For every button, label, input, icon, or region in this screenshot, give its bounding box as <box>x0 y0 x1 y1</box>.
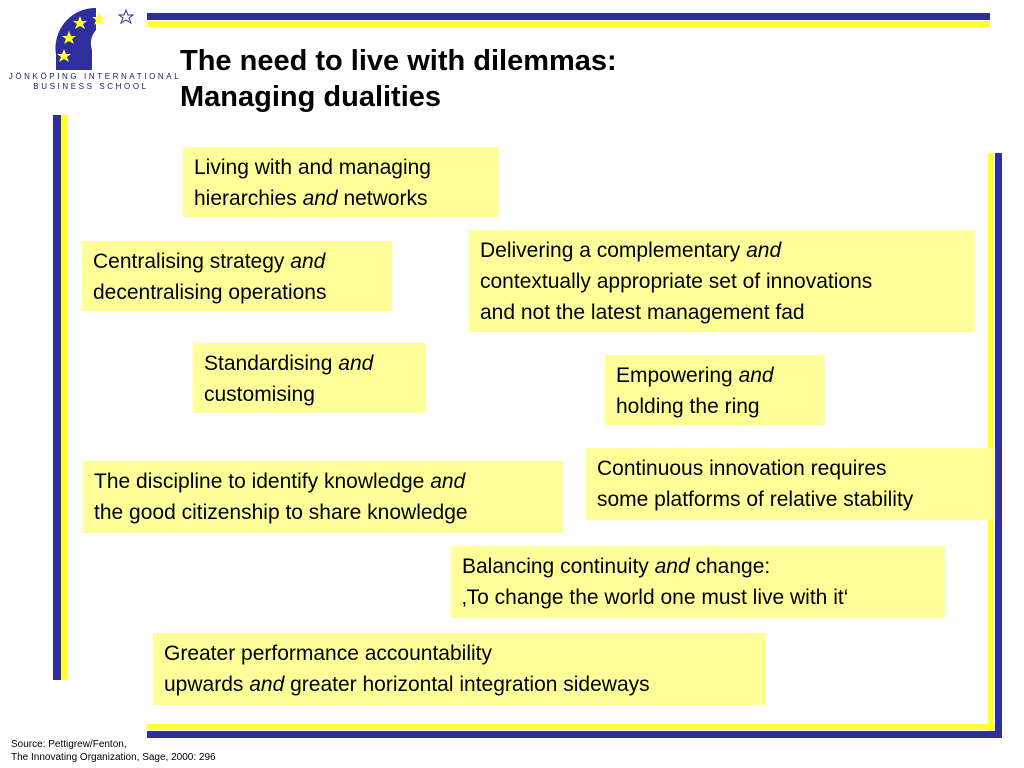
source-line-2: The Innovating Organization, Sage, 2000:… <box>11 752 216 763</box>
box-and-text: and <box>430 470 466 493</box>
box-text: hierarchies <box>194 187 303 210</box>
duality-box-continuous-innovation: Continuous innovation requires some plat… <box>586 448 993 520</box>
box-text: the good citizenship to share knowledge <box>94 501 468 524</box>
box-text-line: Balancing continuity and change: <box>462 551 934 582</box>
box-text: change: <box>689 555 771 578</box>
bottom-blue-bar <box>147 731 1002 738</box>
logo-text-line-1: JÖNKÖPING INTERNATIONAL <box>8 72 182 81</box>
box-text-line: Standardising and <box>204 348 415 379</box>
box-text: Continuous innovation requires <box>597 457 887 480</box>
duality-box-continuity-change: Balancing continuity and change: ‚To cha… <box>451 546 945 618</box>
box-text: holding the ring <box>616 395 760 418</box>
box-text-line: Centralising strategy and <box>93 246 381 277</box>
box-text: Delivering a complementary <box>480 239 747 262</box>
title-line-1: The need to live with dilemmas: <box>180 45 617 77</box>
box-text: Balancing continuity <box>462 555 655 578</box>
box-text: Living with and managing <box>194 156 431 179</box>
source-line-1: Source: Pettigrew/Fenton, <box>11 739 127 750</box>
box-text: some platforms of relative stability <box>597 488 914 511</box>
box-and-text: and <box>302 187 338 210</box>
title-line-2: Managing dualities <box>180 81 442 113</box>
box-text: Centralising strategy <box>93 250 291 273</box>
slide-title: The need to live with dilemmas: Managing… <box>180 43 617 115</box>
box-text: decentralising operations <box>93 281 327 304</box>
duality-box-empowering: Empowering and holding the ring <box>605 355 825 425</box>
top-blue-bar <box>147 13 990 20</box>
top-yellow-bar <box>147 21 990 27</box>
duality-box-hierarchies-networks: Living with and managing hierarchies and… <box>183 147 499 217</box>
box-and-text: and <box>654 555 690 578</box>
box-text-line: upwards and greater horizontal integrati… <box>164 669 755 700</box>
box-text: customising <box>204 383 315 406</box>
box-text-line: Empowering and <box>616 360 814 391</box>
box-text: Empowering <box>616 364 739 387</box>
logo-emblem-icon <box>55 7 135 70</box>
box-and-text: and <box>249 673 285 696</box>
source-citation: Source: Pettigrew/Fenton, The Innovating… <box>11 738 216 764</box>
box-text-line: hierarchies and networks <box>194 183 488 214</box>
box-text: The discipline to identify knowledge <box>94 470 431 493</box>
bottom-yellow-bar <box>147 724 995 730</box>
box-text: and not the latest management fad <box>480 301 805 324</box>
box-text: Greater performance accountability <box>164 642 492 665</box>
box-text: networks <box>337 187 428 210</box>
box-text: contextually appropriate set of innovati… <box>480 270 873 293</box>
school-logo: JÖNKÖPING INTERNATIONAL BUSINESS SCHOOL <box>0 0 190 100</box>
left-yellow-bar <box>61 115 68 680</box>
right-blue-bar <box>995 153 1002 733</box>
box-text: ‚To change the world one must live with … <box>462 586 849 609</box>
box-text-line: The discipline to identify knowledge and <box>94 466 552 497</box>
duality-box-accountability: Greater performance accountability upwar… <box>153 633 766 705</box>
box-and-text: and <box>290 250 326 273</box>
left-blue-bar <box>53 115 61 680</box>
box-text: upwards <box>164 673 250 696</box>
box-text: greater horizontal integration sideways <box>284 673 650 696</box>
right-yellow-bar <box>988 153 994 733</box>
logo-text-line-2: BUSINESS SCHOOL <box>33 82 149 91</box>
box-and-text: and <box>338 352 374 375</box>
duality-box-standardising-customising: Standardising and customising <box>193 343 426 413</box>
box-text-line: Delivering a complementary and <box>480 235 964 266</box>
box-and-text: and <box>746 239 782 262</box>
box-text: Standardising <box>204 352 339 375</box>
box-and-text: and <box>738 364 774 387</box>
duality-box-knowledge: The discipline to identify knowledge and… <box>83 461 563 533</box>
duality-box-centralising-decentralising: Centralising strategy and decentralising… <box>82 241 392 311</box>
duality-box-innovations: Delivering a complementary and contextua… <box>469 230 975 332</box>
